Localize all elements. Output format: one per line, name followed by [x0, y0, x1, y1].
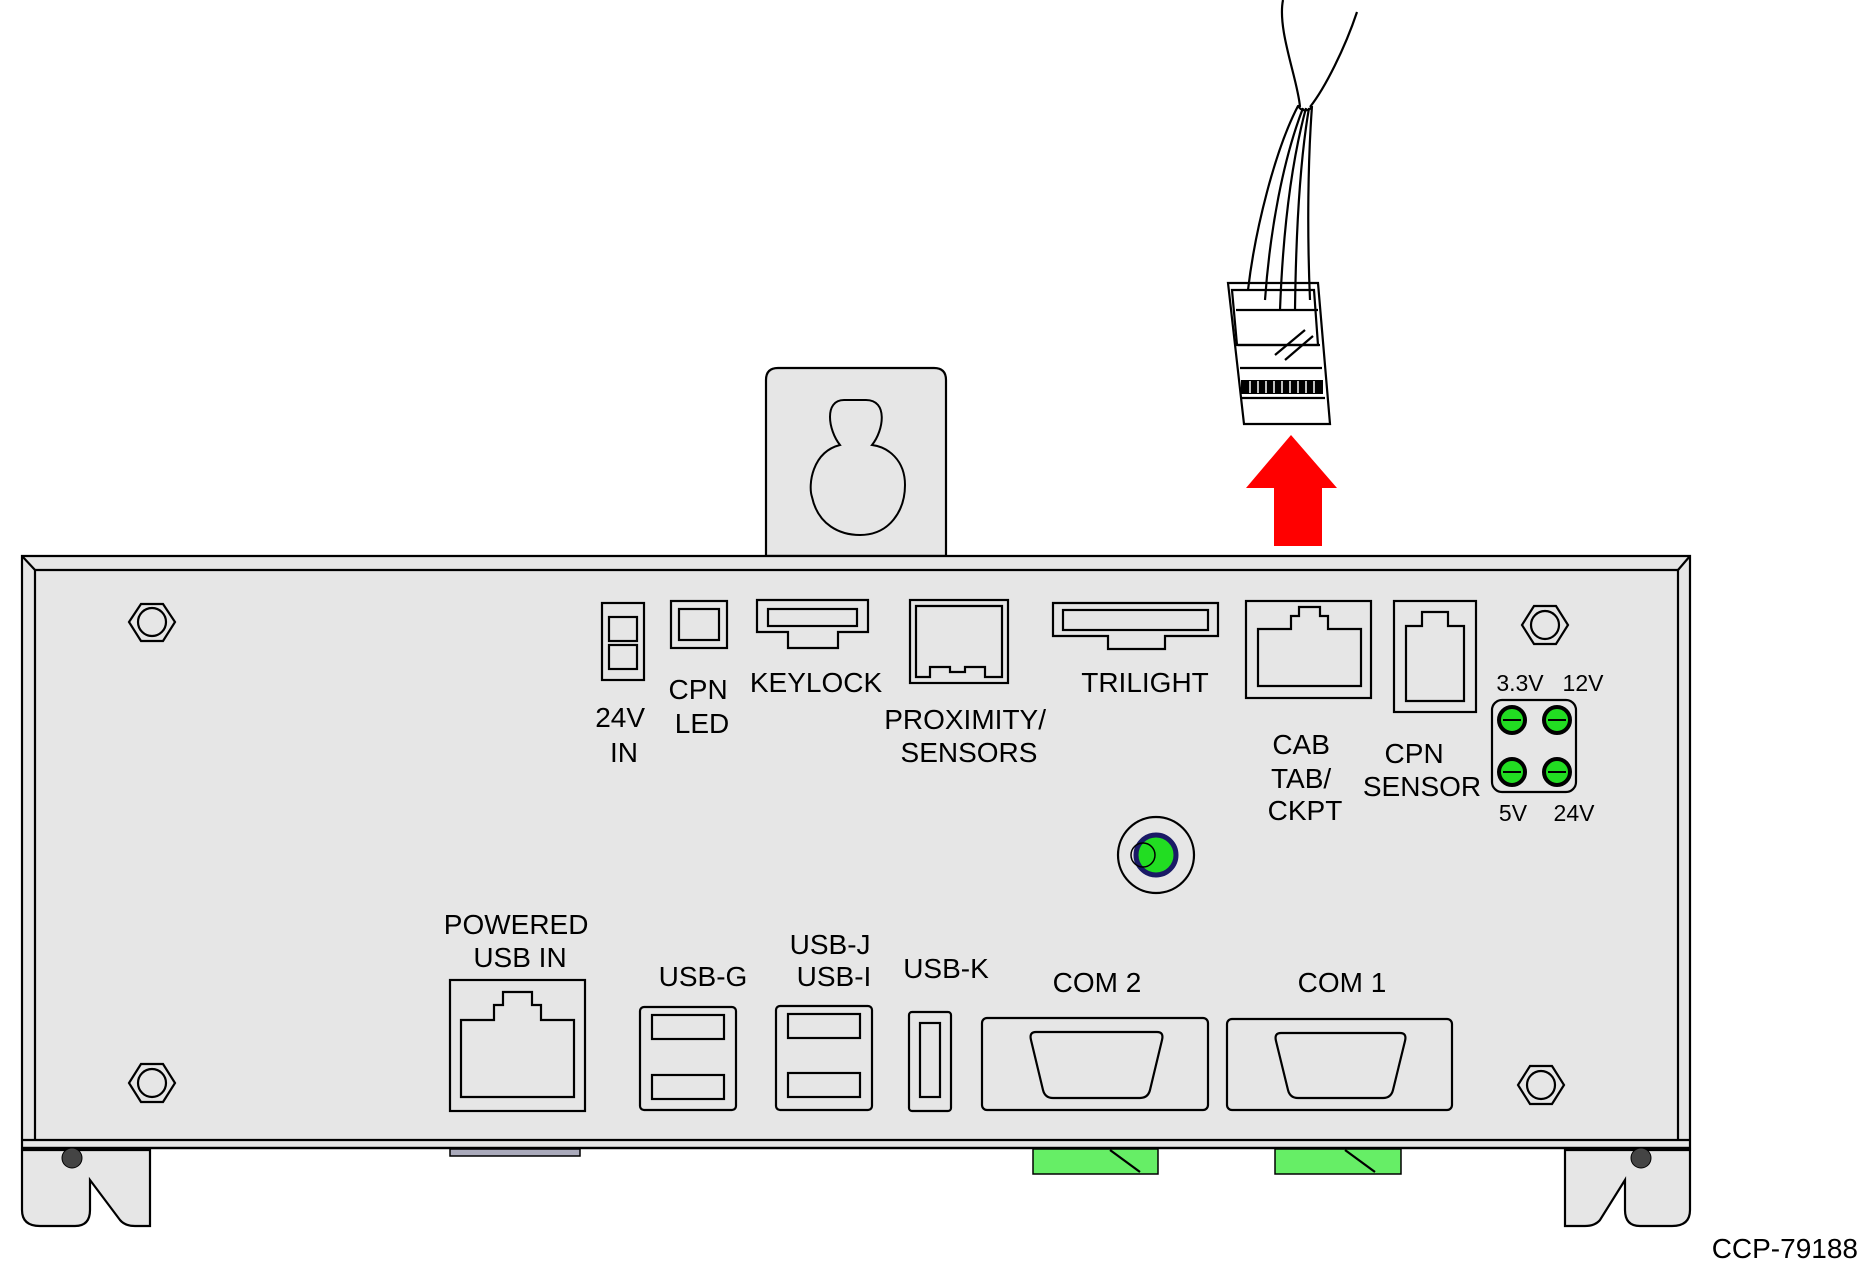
label-com-2: COM 2 [1053, 967, 1142, 998]
port-cpn-sensor [1392, 599, 1478, 714]
port-com-2[interactable] [980, 1016, 1210, 1112]
rear-panel [20, 554, 1692, 1228]
label-usb-j-i: USB-J USB-I [790, 929, 879, 992]
label-led-12v: 12V [1563, 670, 1605, 696]
port-24v-in [600, 601, 646, 682]
port-usb-k[interactable] [907, 1010, 953, 1113]
status-led-block [1490, 698, 1578, 794]
label-led-24v: 24V [1554, 800, 1596, 826]
label-proximity-sensors: PROXIMITY/ SENSORS [884, 704, 1054, 768]
port-cab-tab-ckpt[interactable] [1244, 599, 1373, 700]
port-proximity-sensors [908, 598, 1010, 685]
mounting-bracket [764, 366, 948, 558]
connector-green-right [1274, 1148, 1402, 1175]
label-usb-k: USB-K [903, 953, 989, 984]
label-24v-in: 24V IN [595, 702, 653, 768]
cable-plug [1226, 0, 1359, 426]
port-com-1[interactable] [1225, 1017, 1454, 1112]
figure-id: CCP-79188 [1712, 1233, 1858, 1261]
port-usb-j-i[interactable] [774, 1004, 874, 1112]
label-led-3v3: 3.3V [1496, 670, 1544, 696]
standoff-bottom-right [1516, 1064, 1566, 1106]
label-cpn-sensor: CPN SENSOR [1363, 738, 1481, 802]
label-keylock: KEYLOCK [750, 667, 883, 698]
port-usb-g[interactable] [638, 1005, 738, 1112]
label-led-5v: 5V [1499, 800, 1528, 826]
standoff-top-left [127, 602, 177, 643]
port-powered-usb-in[interactable] [448, 978, 587, 1113]
label-cab-tab-ckpt: CAB TAB/ CKPT [1268, 729, 1343, 826]
port-trilight [1051, 601, 1220, 651]
led-5v [1497, 757, 1527, 787]
standoff-top-right [1520, 604, 1570, 646]
label-com-1: COM 1 [1298, 967, 1387, 998]
standoff-bottom-left [127, 1062, 177, 1104]
led-12v [1542, 705, 1572, 735]
label-trilight: TRILIGHT [1081, 667, 1209, 698]
label-usb-g: USB-G [659, 961, 748, 992]
label-cpn-led: CPN LED [669, 674, 736, 739]
port-keylock [755, 598, 870, 650]
port-cpn-led [669, 599, 729, 650]
power-button[interactable] [1116, 815, 1196, 895]
led-24v [1542, 757, 1572, 787]
led-3v3 [1497, 705, 1527, 735]
label-powered-usb-in: POWERED USB IN [444, 909, 596, 973]
red-arrow-up [1246, 435, 1337, 546]
